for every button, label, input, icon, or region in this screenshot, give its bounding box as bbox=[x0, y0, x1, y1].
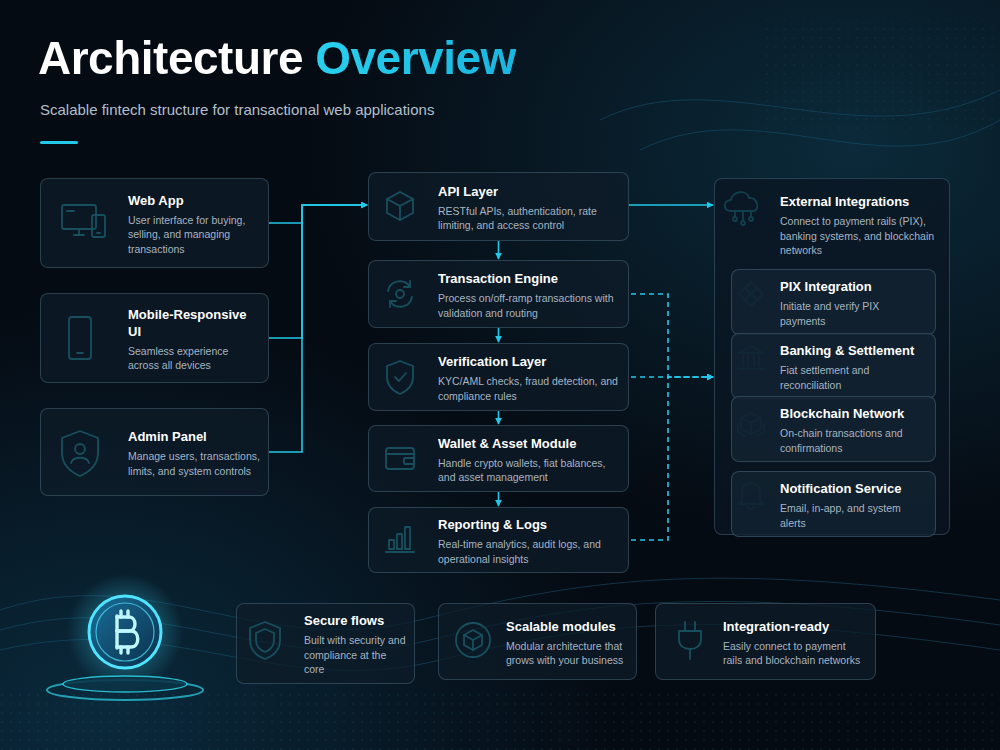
dashed-connector bbox=[631, 376, 713, 378]
text-block: Mobile-Responsive UI Seamless experience … bbox=[128, 306, 260, 373]
module-box: Reporting & LogsReal-time analytics, aud… bbox=[368, 507, 629, 573]
text-block: Scalable modulesModular architecture tha… bbox=[506, 618, 628, 668]
box-description: KYC/AML checks, fraud detection, and com… bbox=[438, 374, 620, 403]
flow-arrow bbox=[269, 205, 367, 338]
box-heading: Blockchain Network bbox=[780, 405, 927, 422]
module-box: Integration-readyEasily connect to payme… bbox=[655, 603, 876, 680]
box-description: Handle crypto wallets, fiat balances, an… bbox=[438, 456, 620, 485]
text-block: PIX IntegrationInitiate and verify PIX p… bbox=[780, 278, 927, 328]
module-box: Wallet & Asset ModuleHandle crypto walle… bbox=[368, 425, 629, 492]
box-heading: API Layer bbox=[438, 183, 620, 200]
box-description: Fiat settlement and reconciliation bbox=[780, 363, 927, 392]
flow-arrow bbox=[498, 492, 500, 506]
dashed-connector bbox=[631, 294, 713, 377]
page-title: Architecture Overview bbox=[38, 30, 516, 86]
box-heading: External Integrations bbox=[780, 193, 941, 210]
box-heading: Scalable modules bbox=[506, 618, 628, 635]
box-heading: Admin Panel bbox=[128, 428, 260, 445]
module-box: API LayerRESTful APIs, authentication, r… bbox=[368, 172, 629, 241]
text-block: API LayerRESTful APIs, authentication, r… bbox=[438, 183, 620, 233]
dashed-connector bbox=[631, 377, 713, 540]
box-description: On-chain transactions and confirmations bbox=[780, 426, 927, 455]
title-underline bbox=[40, 141, 78, 144]
box-heading: PIX Integration bbox=[780, 278, 927, 295]
module-box: Notification ServiceEmail, in-app, and s… bbox=[731, 471, 936, 537]
text-block: Integration-readyEasily connect to payme… bbox=[723, 618, 867, 668]
box-heading: Mobile-Responsive UI bbox=[128, 306, 260, 340]
box-description: Process on/off-ramp transactions with va… bbox=[438, 291, 620, 320]
module-box: PIX IntegrationInitiate and verify PIX p… bbox=[731, 269, 936, 335]
box-heading: Integration-ready bbox=[723, 618, 867, 635]
module-box: Blockchain NetworkOn-chain transactions … bbox=[731, 396, 936, 462]
box-heading: Notification Service bbox=[780, 480, 927, 497]
module-box: Mobile-Responsive UI Seamless experience … bbox=[40, 293, 269, 383]
box-heading: Wallet & Asset Module bbox=[438, 435, 620, 452]
text-block: Notification ServiceEmail, in-app, and s… bbox=[780, 480, 927, 530]
flow-arrow bbox=[269, 205, 367, 223]
text-block: Admin PanelManage users, transactions, l… bbox=[128, 428, 260, 478]
text-block: Banking & SettlementFiat settlement and … bbox=[780, 342, 927, 392]
text-block: External IntegrationsConnect to payment … bbox=[780, 193, 941, 258]
flow-arrow bbox=[269, 205, 367, 452]
flow-arrow bbox=[498, 411, 500, 424]
module-box: Transaction EngineProcess on/off-ramp tr… bbox=[368, 260, 629, 328]
text-block: Transaction EngineProcess on/off-ramp tr… bbox=[438, 270, 620, 320]
box-description: Real-time analytics, audit logs, and ope… bbox=[438, 537, 620, 566]
module-box: Banking & SettlementFiat settlement and … bbox=[731, 333, 936, 399]
box-description: Connect to payment rails (PIX), banking … bbox=[780, 214, 941, 258]
box-description: Easily connect to payment rails and bloc… bbox=[723, 639, 867, 668]
box-heading: Web App bbox=[128, 192, 260, 209]
box-description: Initiate and verify PIX payments bbox=[780, 299, 927, 328]
box-description: Built with security and compliance at th… bbox=[304, 633, 406, 677]
module-box: Web AppUser interface for buying, sellin… bbox=[40, 178, 269, 268]
flow-arrow bbox=[629, 204, 713, 206]
box-description: Email, in-app, and system alerts bbox=[780, 501, 927, 530]
page-subtitle: Scalable fintech structure for transacti… bbox=[40, 101, 434, 118]
module-box: Admin PanelManage users, transactions, l… bbox=[40, 408, 269, 496]
bitcoin-coin bbox=[47, 574, 203, 700]
text-block: Web AppUser interface for buying, sellin… bbox=[128, 192, 260, 257]
decor-dots bbox=[760, 20, 1000, 130]
box-heading: Banking & Settlement bbox=[780, 342, 927, 359]
box-description: Modular architecture that grows with you… bbox=[506, 639, 628, 668]
text-block: Blockchain NetworkOn-chain transactions … bbox=[780, 405, 927, 455]
box-description: User interface for buying, selling, and … bbox=[128, 213, 260, 257]
module-box: Scalable modulesModular architecture tha… bbox=[438, 603, 637, 680]
module-box: Secure flowsBuilt with security and comp… bbox=[236, 603, 415, 684]
box-heading: Reporting & Logs bbox=[438, 516, 620, 533]
box-heading: Secure flows bbox=[304, 612, 406, 629]
box-heading: Transaction Engine bbox=[438, 270, 620, 287]
text-block: Wallet & Asset ModuleHandle crypto walle… bbox=[438, 435, 620, 485]
box-description: Manage users, transactions, limits, and … bbox=[128, 449, 260, 478]
box-description: Seamless experience across all devices bbox=[128, 344, 260, 373]
flow-arrow bbox=[498, 328, 500, 342]
box-description: RESTful APIs, authentication, rate limit… bbox=[438, 204, 620, 233]
group-panel: External IntegrationsConnect to payment … bbox=[714, 178, 950, 535]
module-box: Verification LayerKYC/AML checks, fraud … bbox=[368, 343, 629, 411]
text-block: Verification LayerKYC/AML checks, fraud … bbox=[438, 353, 620, 403]
text-block: Reporting & LogsReal-time analytics, aud… bbox=[438, 516, 620, 566]
text-block: Secure flowsBuilt with security and comp… bbox=[304, 612, 406, 677]
flow-arrow bbox=[498, 241, 500, 259]
box-heading: Verification Layer bbox=[438, 353, 620, 370]
